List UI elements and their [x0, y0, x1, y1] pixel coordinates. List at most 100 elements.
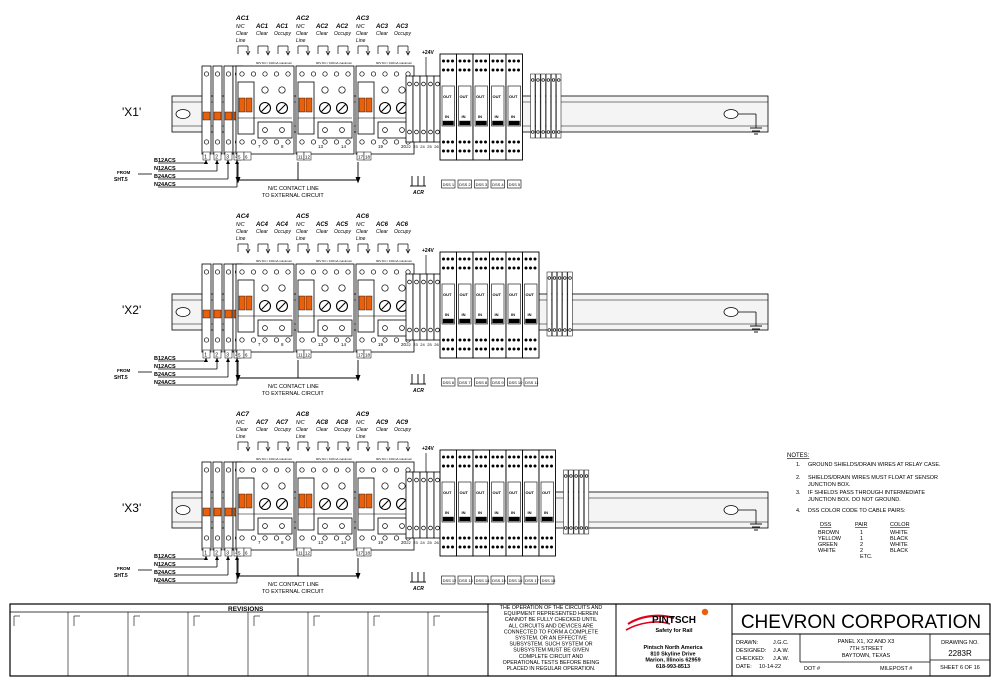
dss-faceplate [441, 85, 455, 127]
terminal-dot [467, 455, 471, 459]
terminal-screw [273, 269, 280, 275]
terminal-dot [491, 545, 495, 549]
ac-line-text: N/C [236, 24, 245, 30]
terminal-screw [551, 78, 556, 82]
terminal-number: 8 [281, 144, 284, 149]
terminal-dot [484, 140, 487, 144]
terminal-number: 6 [245, 353, 248, 358]
terminal-screw [531, 130, 535, 134]
note-number: 1. [796, 462, 801, 468]
terminal-number: 2 [215, 353, 218, 359]
terminal-screw [414, 81, 419, 87]
company-address: 618-993-8513 [656, 664, 690, 670]
notes-table-header: PAIR [855, 522, 867, 528]
terminal-screw [552, 328, 557, 332]
terminal-number: 3 [226, 551, 229, 557]
dss-in-label: IN [511, 312, 515, 317]
relay-knob-slot [381, 500, 389, 508]
terminal-number: 11 [298, 551, 303, 556]
terminal-number-tag [224, 151, 233, 161]
terminal-dot [467, 347, 471, 351]
terminal-screw [239, 467, 245, 473]
ac-group-id: AC1 [235, 15, 249, 22]
terminal-screw [203, 535, 210, 541]
relay-indicator [321, 86, 329, 94]
terminal-screw [414, 279, 419, 285]
relay-jumper [358, 295, 366, 311]
relay-jumper [305, 493, 313, 509]
terminal-number: 1 [204, 155, 207, 161]
notes-table-cell: ETC. [860, 554, 873, 560]
terminal-dot [508, 266, 511, 270]
terminal-dot [442, 536, 445, 540]
cable-label: B12ACS [154, 356, 176, 362]
terminal-screw [359, 71, 365, 77]
terminal-dot [463, 140, 466, 144]
arrow-down [305, 248, 311, 254]
terminal-screw [536, 130, 540, 134]
relay-indicator [398, 482, 406, 490]
terminal-screw [393, 71, 400, 77]
terminal-screw [382, 535, 388, 541]
arrow-up [226, 358, 230, 362]
ac-clear-text: Clear [376, 31, 388, 37]
terminal-number-tag [363, 349, 372, 359]
terminal-dot [479, 464, 483, 468]
terminal-dot [475, 347, 478, 351]
terminal-dot [442, 347, 445, 351]
terminal-dot [463, 257, 466, 261]
terminal-dot [467, 266, 471, 270]
terminal-number-tag [202, 151, 211, 161]
terminal-screw [214, 139, 221, 145]
terminal-number: 19 [378, 144, 384, 149]
terminal-dot [496, 149, 499, 153]
arrow-down [245, 248, 251, 254]
terminal-dot [479, 266, 483, 270]
terminal-dot [529, 545, 532, 549]
terminal-dot [529, 536, 532, 540]
from-label: SHT.5 [114, 177, 128, 183]
supply-label: +24V [422, 248, 434, 254]
terminal-screw [310, 337, 317, 343]
terminal-dot [500, 59, 504, 63]
dss-faceplate [474, 481, 488, 523]
terminal-dot [517, 536, 520, 540]
ac-group-id: AC9 [355, 411, 369, 418]
rating-text: 90V DC / 100mA maximum [316, 61, 353, 65]
terminal-dot [491, 140, 495, 144]
terminal-dot [467, 149, 471, 153]
terminal-dot [533, 545, 537, 549]
terminal-screw [339, 523, 345, 529]
terminal-jumper [213, 111, 222, 121]
terminal-number: 11 [298, 155, 303, 160]
terminal-dot [479, 140, 483, 144]
terminal-dot [467, 536, 471, 540]
terminal-screw [262, 71, 268, 77]
dss-out-label: OUT [526, 490, 535, 495]
ac-clear-id: AC8 [315, 420, 329, 426]
terminal-dot [491, 536, 495, 540]
terminal-dot [458, 347, 462, 351]
terminal-screw [225, 337, 232, 343]
terminal-screw [333, 269, 340, 275]
ac-occupy-id: AC4 [275, 222, 289, 228]
terminal-number: 18 [365, 155, 371, 160]
cable-label: N24ACS [154, 380, 176, 386]
terminal-dot [517, 464, 520, 468]
terminal-number: 26 [434, 144, 439, 149]
terminal-dot [524, 536, 528, 540]
rail-slot [175, 307, 191, 317]
terminal-screw [250, 535, 257, 541]
dss-faceplate [474, 283, 488, 325]
terminal-screw [382, 337, 388, 343]
relay-indicator [381, 86, 389, 94]
arrow-up [215, 556, 219, 560]
dss-tag [474, 377, 489, 387]
relay-jumper [238, 493, 246, 509]
terminal-dot [545, 545, 549, 549]
terminal-jumper [202, 111, 211, 121]
